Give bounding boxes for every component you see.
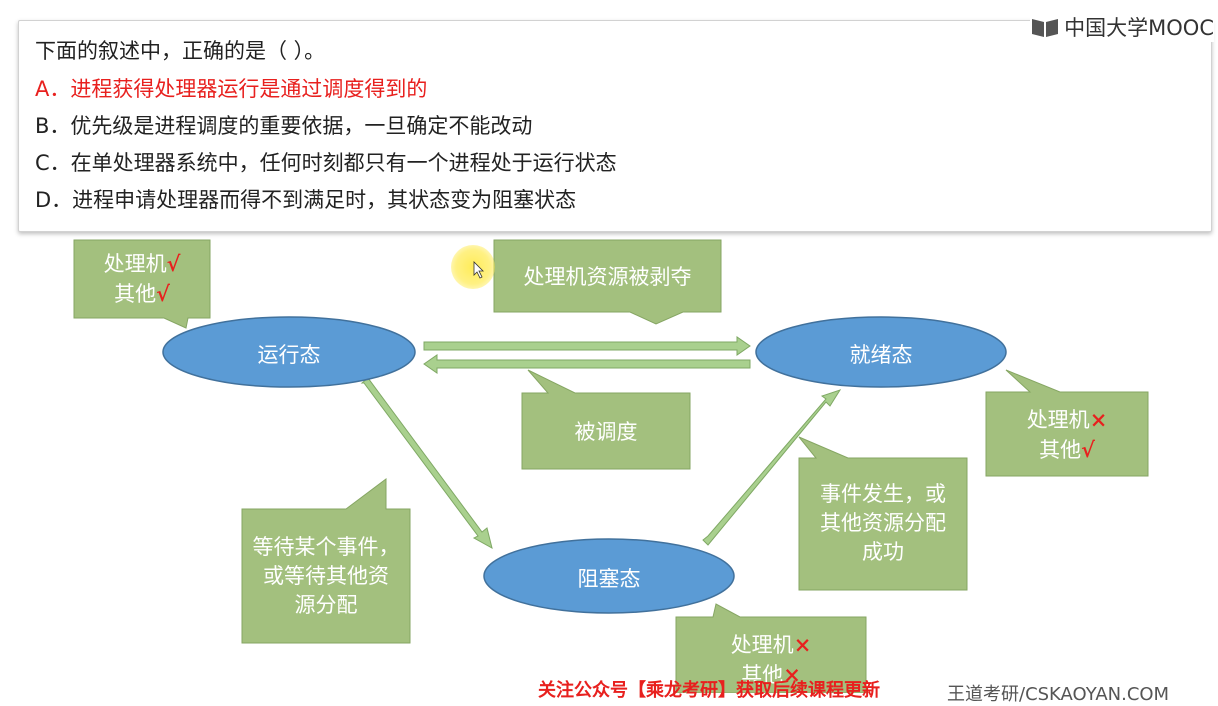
cursor-highlight bbox=[451, 245, 495, 289]
option-c[interactable]: C．在单处理器系统中，任何时刻都只有一个进程处于运行状态 bbox=[35, 151, 617, 175]
callout-ready-resources bbox=[985, 369, 1149, 477]
blocked-other-row: 其他× bbox=[741, 662, 801, 687]
arrow-ready-to-running bbox=[423, 354, 751, 374]
mooc-book-icon bbox=[1032, 19, 1059, 37]
arrow-running-to-ready bbox=[423, 336, 751, 356]
state-ready-shape bbox=[755, 316, 1007, 388]
cross-mark-icon: × bbox=[1089, 407, 1108, 432]
callout-wait-event bbox=[241, 478, 411, 644]
check-mark-icon: √ bbox=[166, 251, 181, 276]
blocked-resources-text: 处理机× 其他× bbox=[676, 630, 866, 690]
state-ready-label: 就绪态 bbox=[849, 343, 913, 367]
state-blocked-shape bbox=[483, 538, 735, 614]
option-d[interactable]: D．进程申请处理器而得不到满足时，其状态变为阻塞状态 bbox=[35, 188, 577, 212]
arrow-running-to-blocked bbox=[360, 377, 493, 549]
option-b[interactable]: B．优先级是进程调度的重要依据，一旦确定不能改动 bbox=[35, 114, 533, 138]
blocked-processor-row: 处理机× bbox=[730, 632, 812, 657]
mooc-logo: 中国大学MOOC bbox=[1030, 12, 1214, 42]
question-stem: 下面的叙述中，正确的是（ ）。 bbox=[35, 39, 326, 63]
arrow-blocked-to-ready bbox=[702, 389, 842, 546]
cross-mark-icon: × bbox=[783, 662, 801, 687]
state-blocked-label: 阻塞态 bbox=[577, 567, 641, 591]
scheduled-text: 被调度 bbox=[574, 420, 638, 444]
callout-running-resources bbox=[73, 239, 211, 329]
cursor-arrow-icon bbox=[473, 261, 484, 279]
footer-banner-tail: 王道考研/CSKAOYAN.COM bbox=[947, 684, 1170, 705]
state-running-label: 运行态 bbox=[257, 343, 321, 367]
ready-resources-text: 处理机× 其他√ bbox=[986, 405, 1148, 465]
check-mark-icon: √ bbox=[1081, 437, 1095, 462]
ready-processor-row: 处理机× bbox=[1026, 407, 1108, 432]
event-occurs-text: 事件发生，或 其他资源分配 成功 bbox=[820, 482, 946, 564]
callout-event-occurs bbox=[798, 436, 968, 591]
wait-event-text: 等待某个事件， 或等待其他资 源分配 bbox=[252, 535, 400, 617]
callout-preempted bbox=[493, 239, 722, 325]
footer-banner: 关注公众号【乘龙考研】获取后续课程更新 bbox=[538, 680, 880, 701]
running-resources-text: 处理机√ 其他√ bbox=[74, 249, 210, 309]
cross-mark-icon: × bbox=[793, 632, 812, 657]
question-panel: 下面的叙述中，正确的是（ ）。 A．进程获得处理器运行是通过调度得到的 B．优先… bbox=[18, 20, 1212, 232]
preempted-text: 处理机资源被剥夺 bbox=[523, 265, 692, 289]
callout-scheduled bbox=[521, 369, 691, 470]
state-running-shape bbox=[162, 316, 416, 388]
ready-other-row: 其他√ bbox=[1039, 437, 1095, 462]
running-processor-row: 处理机√ bbox=[103, 251, 181, 276]
running-other-row: 其他√ bbox=[114, 281, 170, 306]
check-mark-icon: √ bbox=[156, 281, 170, 306]
option-a[interactable]: A．进程获得处理器运行是通过调度得到的 bbox=[35, 77, 428, 101]
callout-blocked-resources bbox=[675, 603, 867, 693]
logo-text: 中国大学MOOC bbox=[1064, 16, 1214, 40]
